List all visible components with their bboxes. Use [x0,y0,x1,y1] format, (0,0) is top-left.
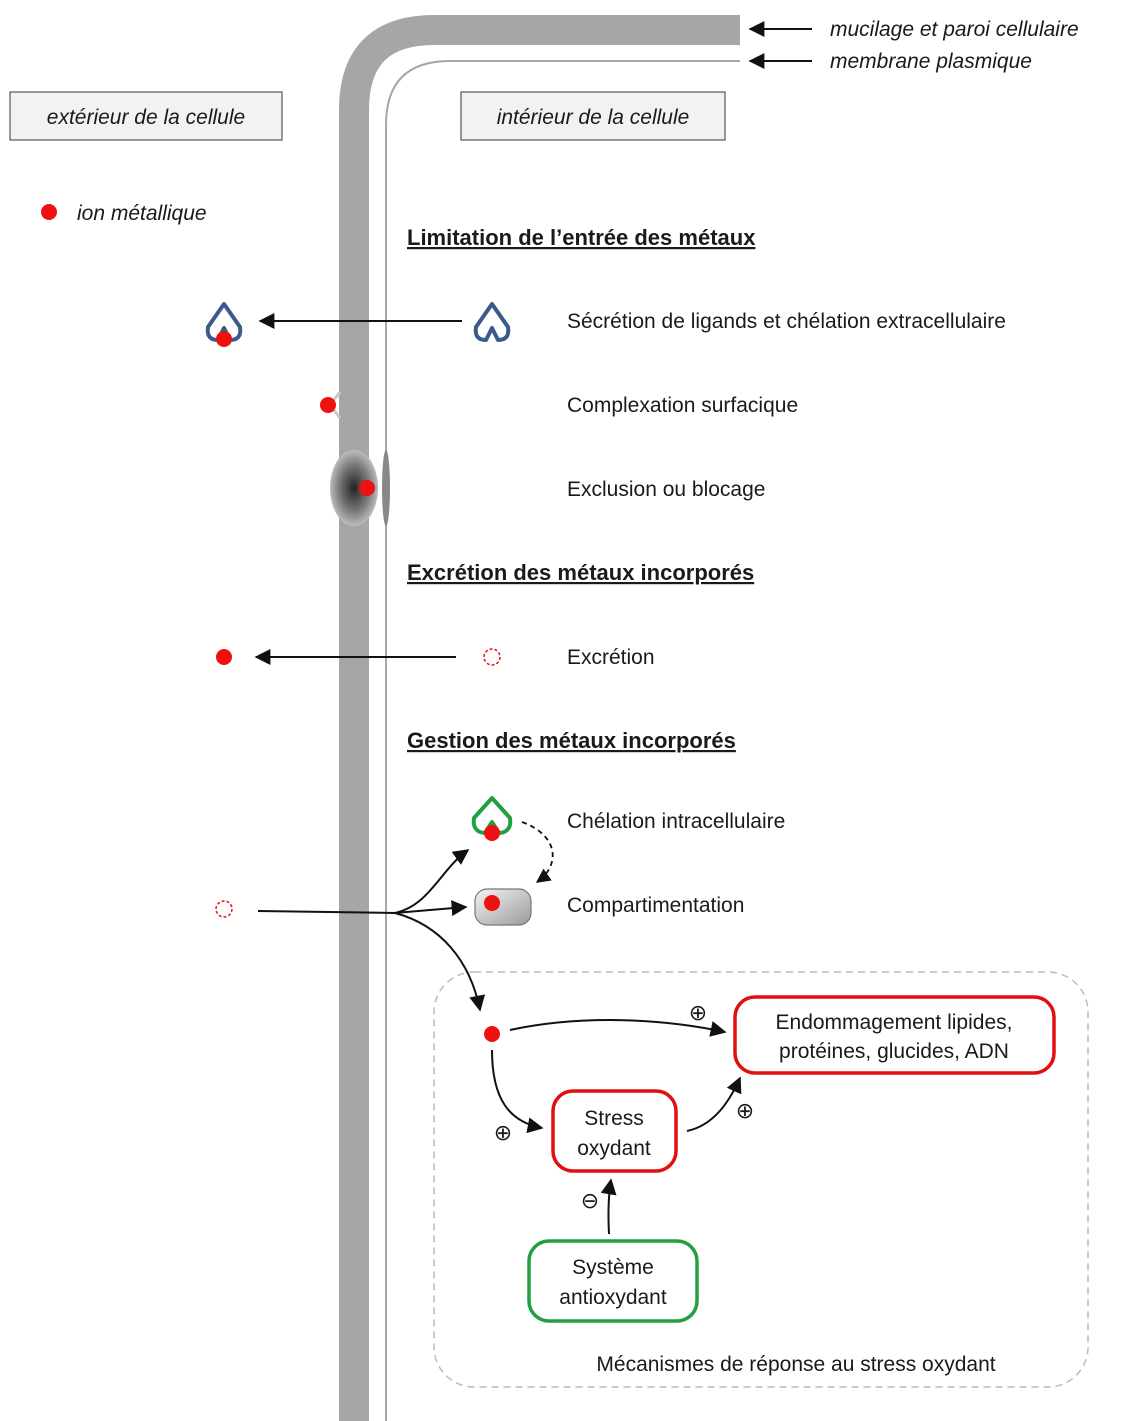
uptake-trunk [257,910,396,914]
uptake-to-compartment-arrow [394,900,468,917]
compartment-ion [484,895,500,911]
ion-to-stress-arrow [491,1049,544,1134]
free-ion [484,1026,500,1042]
stress-label-line1: Stress [584,1107,644,1130]
item-excretion-label: Excrétion [567,646,655,669]
damage-label-line1: Endommagement lipides, [776,1011,1013,1034]
surface-bound-ion [320,397,336,413]
plus-sign-ion-damage: ⊕ [689,1001,707,1026]
antioxidant-label-line2: antioxydant [559,1286,667,1309]
stress-box [551,1089,678,1173]
antioxidant-box [527,1239,699,1323]
chelation-to-compartment-arrow [521,821,554,883]
legend-ion-label: ion métallique [77,202,207,225]
item-complexation-label: Complexation surfacique [567,394,798,417]
interior-box [460,91,726,141]
incorporated-ion-ghost [483,648,501,666]
incoming-ion-ghost [215,900,233,918]
stress-to-damage-arrow [686,1076,742,1132]
section-excretion-title: Excrétion des métaux incorporés [407,560,754,585]
interior-label: intérieur de la cellule [497,106,690,129]
item-secretion-label: Sécrétion de ligands et chélation extrac… [567,310,1006,333]
compartment-icon [474,888,532,926]
antioxidant-to-stress-arrow [600,1178,617,1235]
uptake-to-free-ion-arrow [394,912,486,1012]
ligand-icon-interior [473,302,511,342]
plus-sign-ion-stress: ⊕ [494,1121,512,1146]
ligand-icon-exterior [205,302,243,342]
stress-label-line2: oxydant [577,1137,651,1160]
section-gestion-title: Gestion des métaux incorporés [407,728,736,753]
stress-region-caption: Mécanismes de réponse au stress oxydant [596,1353,995,1376]
excreted-ion [216,649,232,665]
legend-ion-dot [41,204,57,220]
membrane-block [382,450,390,526]
ion-to-damage-arrow [509,1019,727,1037]
plasma-membrane [385,60,740,1421]
chelated-ion-exterior [216,331,232,347]
cell-wall [339,15,740,1421]
minus-sign-antioxidant: ⊖ [581,1189,599,1214]
item-compartment-label: Compartimentation [567,894,744,917]
item-exclusion-label: Exclusion ou blocage [567,478,765,501]
damage-label-line2: protéines, glucides, ADN [779,1040,1009,1063]
chelated-ion-interior [484,825,500,841]
blocking-channel [330,450,378,526]
uptake-to-chelation-arrow [394,849,470,914]
plus-sign-stress-damage: ⊕ [736,1099,754,1124]
stress-response-region [433,971,1089,1388]
antioxidant-label-line1: Système [572,1256,654,1279]
wall-label: mucilage et paroi cellulaire [830,18,1079,41]
exterior-box [9,91,283,141]
section-limitation-title: Limitation de l’entrée des métaux [407,225,756,250]
item-chelation-label: Chélation intracellulaire [567,810,785,833]
damage-box [733,995,1056,1075]
chelator-icon [471,796,513,835]
membrane-label: membrane plasmique [830,50,1032,73]
exterior-label: extérieur de la cellule [47,106,245,129]
blocked-ion [359,480,375,496]
